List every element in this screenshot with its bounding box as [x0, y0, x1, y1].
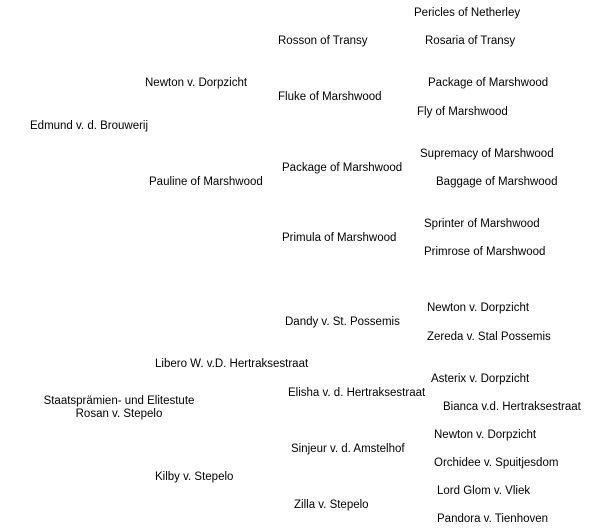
sire: Edmund v. d. Brouwerij	[30, 120, 149, 132]
g4-13: Newton v. Dorpzicht	[434, 429, 537, 441]
g3-dam-sire-sire: Dandy v. St. Possemis	[285, 316, 400, 328]
g4-4: Fly of Marshwood	[417, 106, 508, 118]
subject-title: Staatsprämien- und Elitestute	[43, 395, 195, 407]
g3-dam-dam-dam: Zilla v. Stepelo	[294, 499, 369, 511]
g4-15: Lord Glom v. Vliek	[437, 485, 531, 497]
g4-9: Newton v. Dorpzicht	[427, 302, 530, 314]
subject-horse: Staatsprämien- und Elitestute Rosan v. S…	[24, 395, 214, 421]
g3-sire-sire-dam: Fluke of Marshwood	[278, 91, 382, 103]
subject-name: Rosan v. Stepelo	[75, 408, 163, 420]
g3-dam-dam-sire: Sinjeur v. d. Amstelhof	[291, 443, 405, 455]
g4-16: Pandora v. Tienhoven	[437, 513, 549, 525]
g3-dam-sire-dam: Elisha v. d. Hertraksestraat	[288, 387, 426, 399]
g3-sire-dam-dam: Primula of Marshwood	[282, 232, 397, 244]
g4-1: Pericles of Netherley	[414, 7, 521, 19]
g4-14: Orchidee v. Spuitjesdom	[434, 457, 559, 469]
dam: Libero W. v.D. Hertraksestraat	[155, 358, 309, 370]
g4-3: Package of Marshwood	[428, 77, 549, 89]
g3-sire-sire-sire: Rosson of Transy	[278, 35, 368, 47]
g3-sire-dam-sire: Package of Marshwood	[282, 162, 403, 174]
g4-2: Rosaria of Transy	[425, 35, 516, 47]
g4-10: Zereda v. Stal Possemis	[427, 331, 551, 343]
g4-8: Primrose of Marshwood	[424, 246, 546, 258]
g4-6: Baggage of Marshwood	[436, 176, 558, 188]
sire-dam: Pauline of Marshwood	[149, 176, 263, 188]
g4-5: Supremacy of Marshwood	[420, 148, 554, 160]
dam-dam: Kilby v. Stepelo	[155, 471, 234, 483]
g4-11: Asterix v. Dorpzicht	[431, 373, 530, 385]
g4-7: Sprinter of Marshwood	[424, 218, 540, 230]
g4-12: Bianca v.d. Hertraksestraat	[443, 401, 581, 413]
sire-sire: Newton v. Dorpzicht	[145, 77, 248, 89]
